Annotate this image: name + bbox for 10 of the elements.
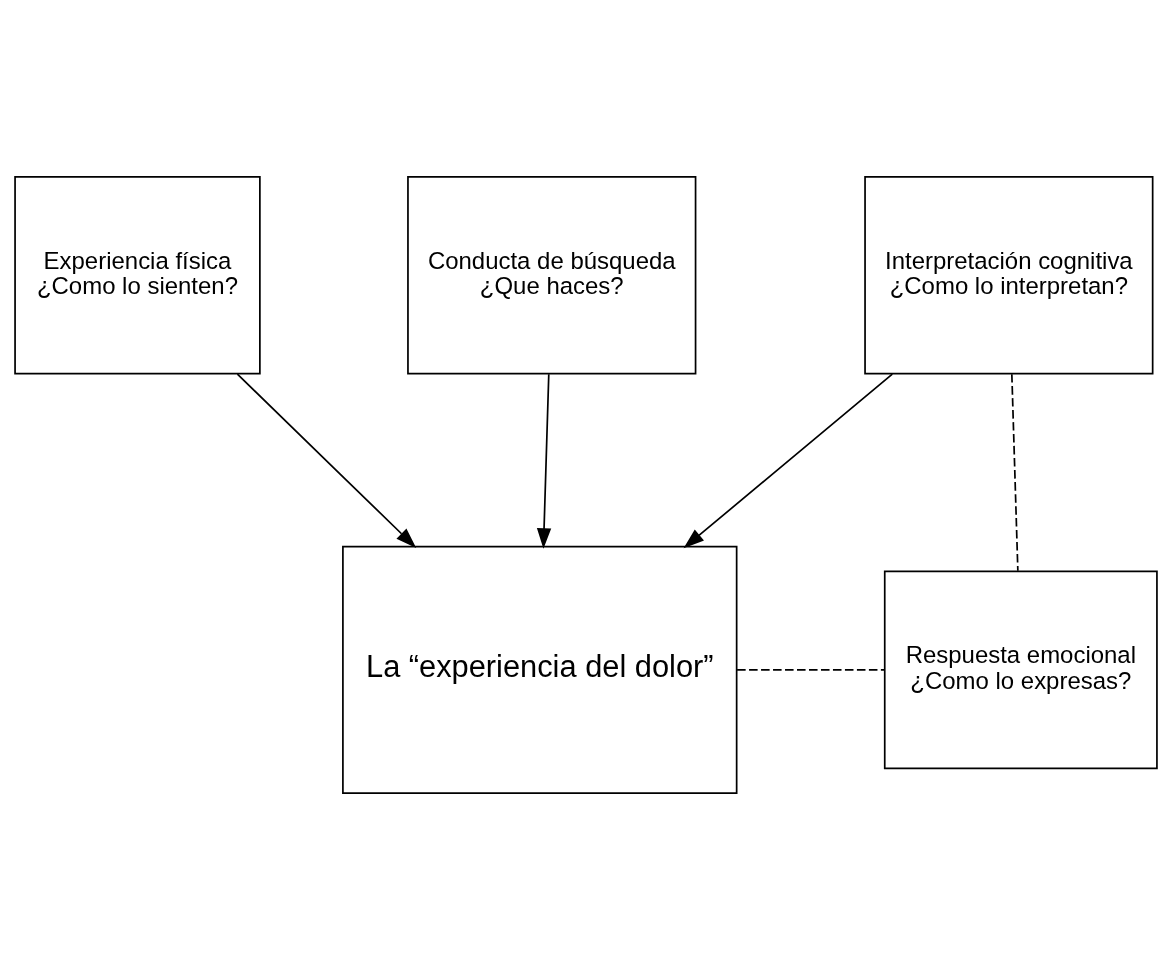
node-box: Interpretación cognitiva ¿Como lo interpretan? <box>864 176 1154 375</box>
arrow <box>536 373 552 549</box>
node-box: Experiencia física ¿Como lo sienten? <box>14 176 261 375</box>
arrow <box>683 373 894 549</box>
node-box: La “experiencia del dolor” <box>342 545 738 794</box>
connector <box>736 669 886 671</box>
node-box: Conducta de búsqueda ¿Que haces? <box>407 176 697 375</box>
arrow <box>236 373 417 549</box>
node-box: Respuesta emocional ¿Como lo expresas? <box>883 570 1158 770</box>
connector <box>1010 373 1019 572</box>
